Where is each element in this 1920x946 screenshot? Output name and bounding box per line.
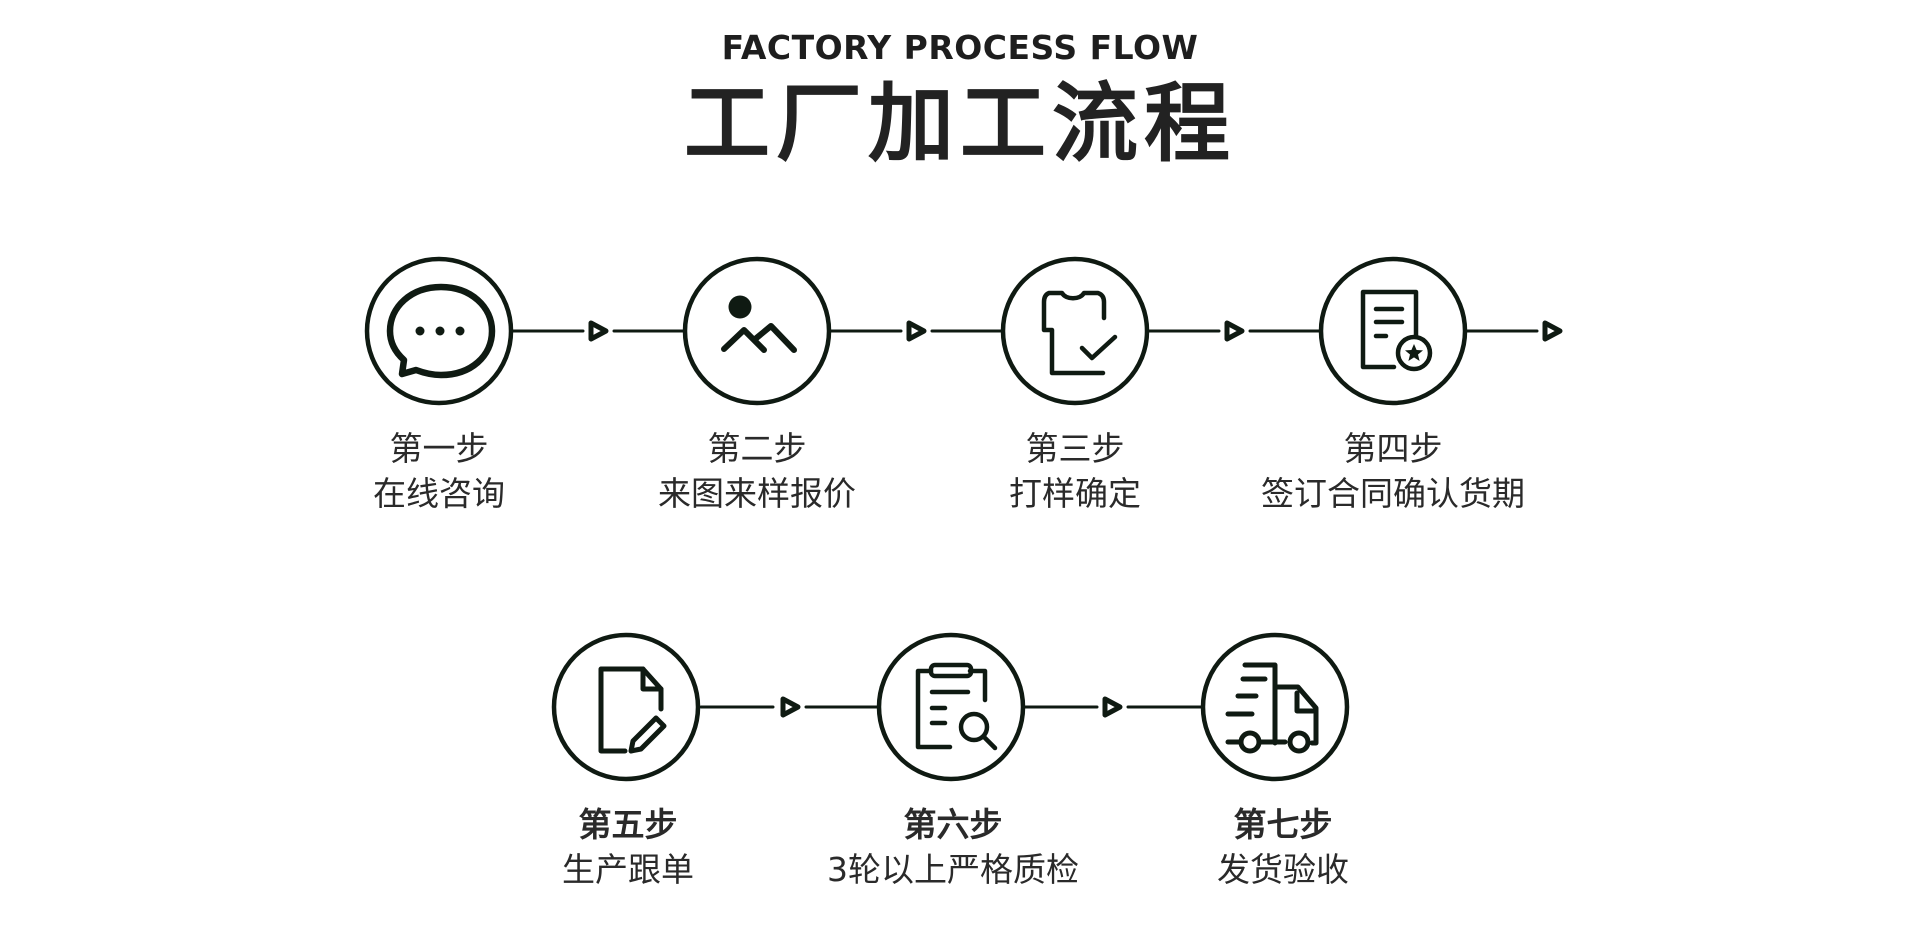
step-number: 第一步 [389,429,489,468]
arrow-icon [906,320,927,342]
step-6-node [876,632,1026,782]
chat-bubble-icon [386,283,496,379]
arrow-icon [1542,320,1563,342]
step-2-label: 第二步 来图来样报价 [547,427,967,517]
step-number: 第六步 [903,805,1003,844]
delivery-truck-icon [1225,662,1319,754]
step-description: 签订合同确认货期 [1261,474,1525,513]
step-4-label: 第四步 签订合同确认货期 [1183,427,1603,517]
step-6-label: 第六步 3轮以上严格质检 [743,803,1163,893]
title-chinese: 工厂加工流程 [684,74,1236,174]
step-7-label: 第七步 发货验收 [1073,803,1493,893]
connector-1-2 [511,320,685,342]
step-description: 生产跟单 [562,850,694,889]
step-5-node [551,632,701,782]
step-3-label: 第三步 打样确定 [865,427,1285,517]
step-7-node [1200,632,1350,782]
clipboard-search-icon [915,662,998,751]
arrow-icon [1102,696,1123,718]
step-1-node [364,256,514,406]
step-description: 发货验收 [1217,850,1349,889]
arrow-icon [588,320,609,342]
step-description: 在线咨询 [373,474,505,513]
document-edit-icon [598,666,667,754]
step-number: 第五步 [578,805,678,844]
step-number: 第三步 [1025,429,1125,468]
step-2-node [682,256,832,406]
title-english: FACTORY PROCESS FLOW [721,28,1199,67]
connector-2-3 [829,320,1003,342]
step-3-node [1000,256,1150,406]
step-1-label: 第一步 在线咨询 [229,427,649,517]
arrow-icon [780,696,801,718]
step-description: 3轮以上严格质检 [827,850,1079,889]
step-description: 打样确定 [1009,474,1141,513]
step-number: 第七步 [1233,805,1333,844]
connector-5-6 [699,696,879,718]
tshirt-check-icon [1041,290,1118,376]
connector-4-end [1465,320,1563,342]
arrow-icon [1224,320,1245,342]
step-number: 第二步 [707,429,807,468]
step-5-label: 第五步 生产跟单 [418,803,838,893]
image-mountain-icon [721,295,797,353]
step-description: 来图来样报价 [658,474,856,513]
connector-6-7 [1023,696,1203,718]
connector-3-4 [1147,320,1321,342]
contract-star-icon [1360,289,1433,372]
step-4-node [1318,256,1468,406]
step-number: 第四步 [1343,429,1443,468]
